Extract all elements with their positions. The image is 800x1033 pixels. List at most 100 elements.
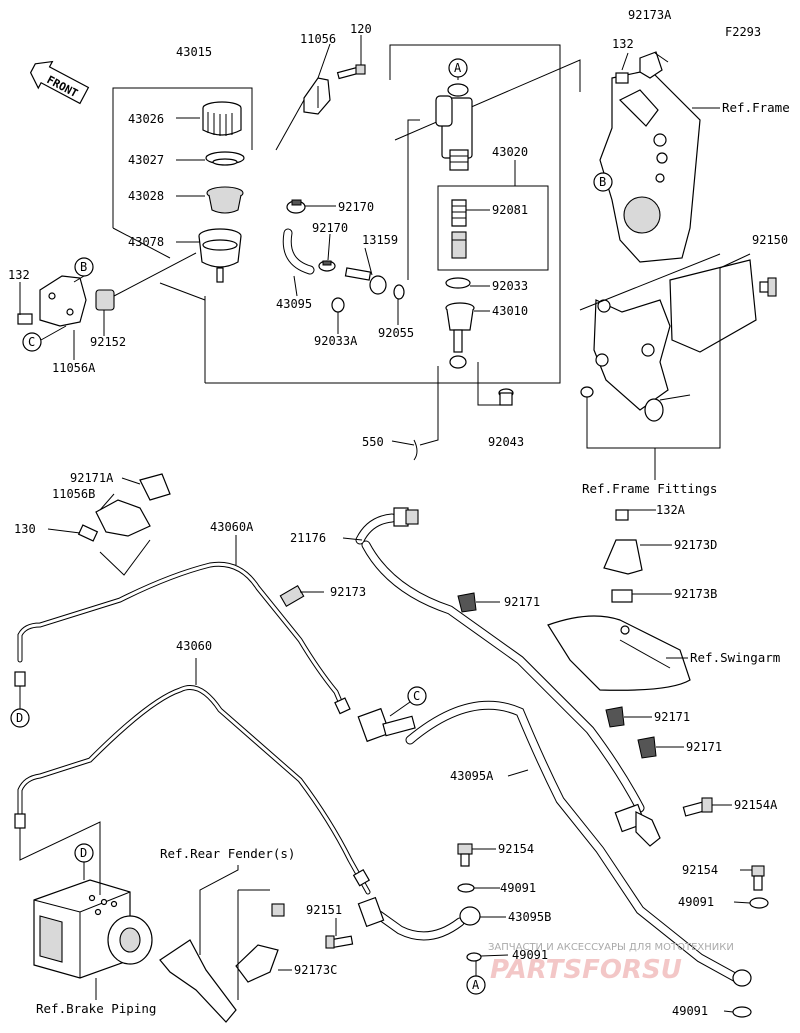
label-92033: 92033 [492,279,528,293]
bolt-132a [615,509,629,521]
clip-92171-top [457,592,477,613]
joint-block [357,707,416,743]
watermark-line2: PARTSFORSU [490,955,682,985]
cotter-line [419,366,439,446]
label-92170-b: 92170 [312,221,348,235]
label-43095b: 43095B [508,910,551,924]
clip-92171-low [637,736,657,759]
circlip-92033 [445,277,471,289]
label-92173: 92173 [330,585,366,599]
washer-49091-right-top [749,897,769,909]
callout-a-top-label: A [454,61,462,75]
bolt-92150 [759,277,777,297]
label-11056: 11056 [300,32,336,46]
label-132a: 132A [656,503,686,517]
label-43020: 43020 [492,145,528,159]
label-92170-a: 92170 [338,200,374,214]
label-49091-center-bottom: 49091 [512,948,548,962]
callout-b-left-label: B [80,260,87,274]
frame-fittings [593,259,757,422]
callout-b-right-label: B [599,175,606,189]
label-43027: 43027 [128,153,164,167]
label-550: 550 [362,435,384,449]
label-43095: 43095 [276,297,312,311]
callout-d-abs-label: D [80,846,87,860]
hose-43095a [405,700,745,985]
circlip-92033a [331,297,345,313]
washer-49091-right-bottom [732,1006,752,1018]
sensor-wire-21176 [355,507,661,847]
pipe-43060 [14,685,371,895]
cotter-pin-550 [413,439,418,461]
reference-labels: Ref.Frame Ref.Frame Fittings Ref.Swingar… [36,100,790,1016]
label-92043: 92043 [488,435,524,449]
label-43026: 43026 [128,112,164,126]
bolt-132-frame [615,72,629,84]
bolt-130 [77,524,99,542]
bolt-92154-center [457,843,473,867]
reservoir-cap [202,101,242,136]
ref-rear-fender: Ref.Rear Fender(s) [160,846,295,861]
label-92171-mid: 92171 [654,710,690,724]
ref-frame: Ref.Frame [722,100,790,115]
hose-43095b [357,896,481,941]
label-43010: 43010 [492,304,528,318]
label-92150: 92150 [752,233,788,247]
label-43028: 43028 [128,189,164,203]
watermark-line1: ЗАПЧАСТИ И АКСЕССУАРЫ ДЛЯ МОТОТЕХНИКИ [488,942,734,953]
bolt-120 [336,64,366,80]
label-92173b: 92173B [674,587,717,601]
label-92151: 92151 [306,903,342,917]
label-43060a: 43060A [210,520,254,534]
label-92154a: 92154A [734,798,778,812]
label-132-frame: 132 [612,37,634,51]
reservoir-bracket [303,77,331,115]
label-49091-right-bottom: 49091 [672,1004,708,1018]
reservoir-hose [282,228,315,275]
label-120: 120 [350,22,372,36]
ref-brake-piping: Ref.Brake Piping [36,1001,156,1016]
label-43095a: 43095A [450,769,494,783]
frame-bracket [599,69,701,263]
label-92154-center: 92154 [498,842,534,856]
ref-frame-fittings: Ref.Frame Fittings [582,481,717,496]
clamp-92170-lower [318,260,336,272]
callout-c-pipe [407,686,427,706]
label-92081: 92081 [492,203,528,217]
push-rod-43010 [445,302,475,369]
bolt-92154-right [751,865,765,891]
label-92171-low: 92171 [686,740,722,754]
reservoir-tank [198,228,242,283]
label-49091-right-top: 49091 [678,895,714,909]
callout-d-pipe-label: D [16,711,23,725]
bracket-11056a [39,275,87,327]
banjo-right [732,969,752,987]
callout-a-top [448,58,468,78]
label-11056a: 11056A [52,361,96,375]
clip-92173d [603,539,643,575]
callout-a-bottom-label: A [472,978,480,992]
bolt-92154a [682,797,713,817]
label-132-left: 132 [8,268,30,282]
clip-92173c [235,944,279,983]
bolt-92151 [325,935,354,949]
watermark: ЗАПЧАСТИ И АКСЕССУАРЫ ДЛЯ МОТОТЕХНИКИ PA… [488,942,734,985]
pin-92043 [498,388,514,406]
label-11056b: 11056B [52,487,95,501]
label-43060: 43060 [176,639,212,653]
clip-92173a [639,51,663,79]
reservoir-group-frame [112,44,561,384]
label-43015: 43015 [176,45,212,59]
label-92154-right: 92154 [682,863,718,877]
swingarm [547,615,691,691]
ref-swingarm: Ref.Swingarm [690,650,780,665]
callout-b-right [593,172,613,192]
clip-92173 [279,585,305,607]
o-ring-92055 [393,284,405,300]
part-labels: F2293 43015 43026 43027 43028 43078 1105… [8,8,788,1018]
label-92152: 92152 [90,335,126,349]
label-92171a: 92171A [70,471,114,485]
label-130: 130 [14,522,36,536]
pipe-43060a [14,561,351,715]
piston-kit-box [437,160,549,271]
